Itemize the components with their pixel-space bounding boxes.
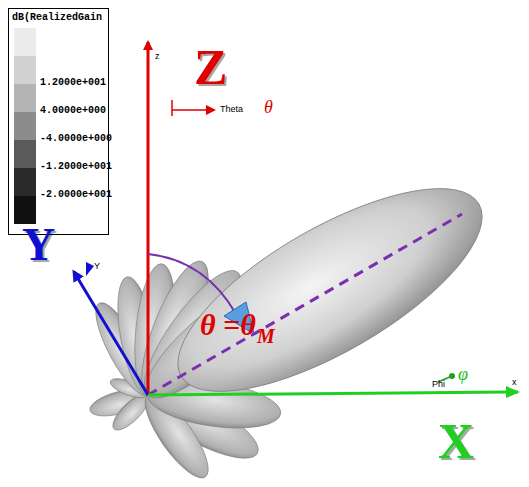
legend-value: 4.0000e+000 bbox=[40, 106, 106, 116]
angle-symbol: φ bbox=[458, 365, 468, 383]
angle-symbol: θ bbox=[264, 98, 273, 116]
legend-value: -2.0000e+001 bbox=[40, 190, 112, 200]
angle-equation: θ =θ bbox=[200, 310, 256, 340]
angle-subscript: M bbox=[257, 326, 275, 346]
axis-tag: Theta bbox=[220, 105, 243, 114]
legend-title: dB(RealizedGain bbox=[12, 13, 102, 23]
legend-value: -1.2000e+001 bbox=[40, 162, 112, 172]
legend-value: -4.0000e+000 bbox=[40, 134, 112, 144]
axis-tag: Phi bbox=[432, 380, 445, 389]
axis-name: X bbox=[438, 416, 474, 466]
axis-name: Z bbox=[194, 42, 227, 92]
legend-swatch bbox=[14, 140, 36, 168]
legend-value: 1.2000e+001 bbox=[40, 78, 106, 88]
axis-tag: z bbox=[155, 52, 160, 61]
axis-name: Y bbox=[22, 222, 55, 268]
axis-tag: x bbox=[512, 378, 517, 387]
legend-swatch bbox=[14, 84, 36, 112]
legend-swatch bbox=[14, 168, 36, 196]
axis-tag: Y bbox=[94, 262, 100, 271]
legend-swatch bbox=[14, 112, 36, 140]
legend-swatch bbox=[14, 56, 36, 84]
